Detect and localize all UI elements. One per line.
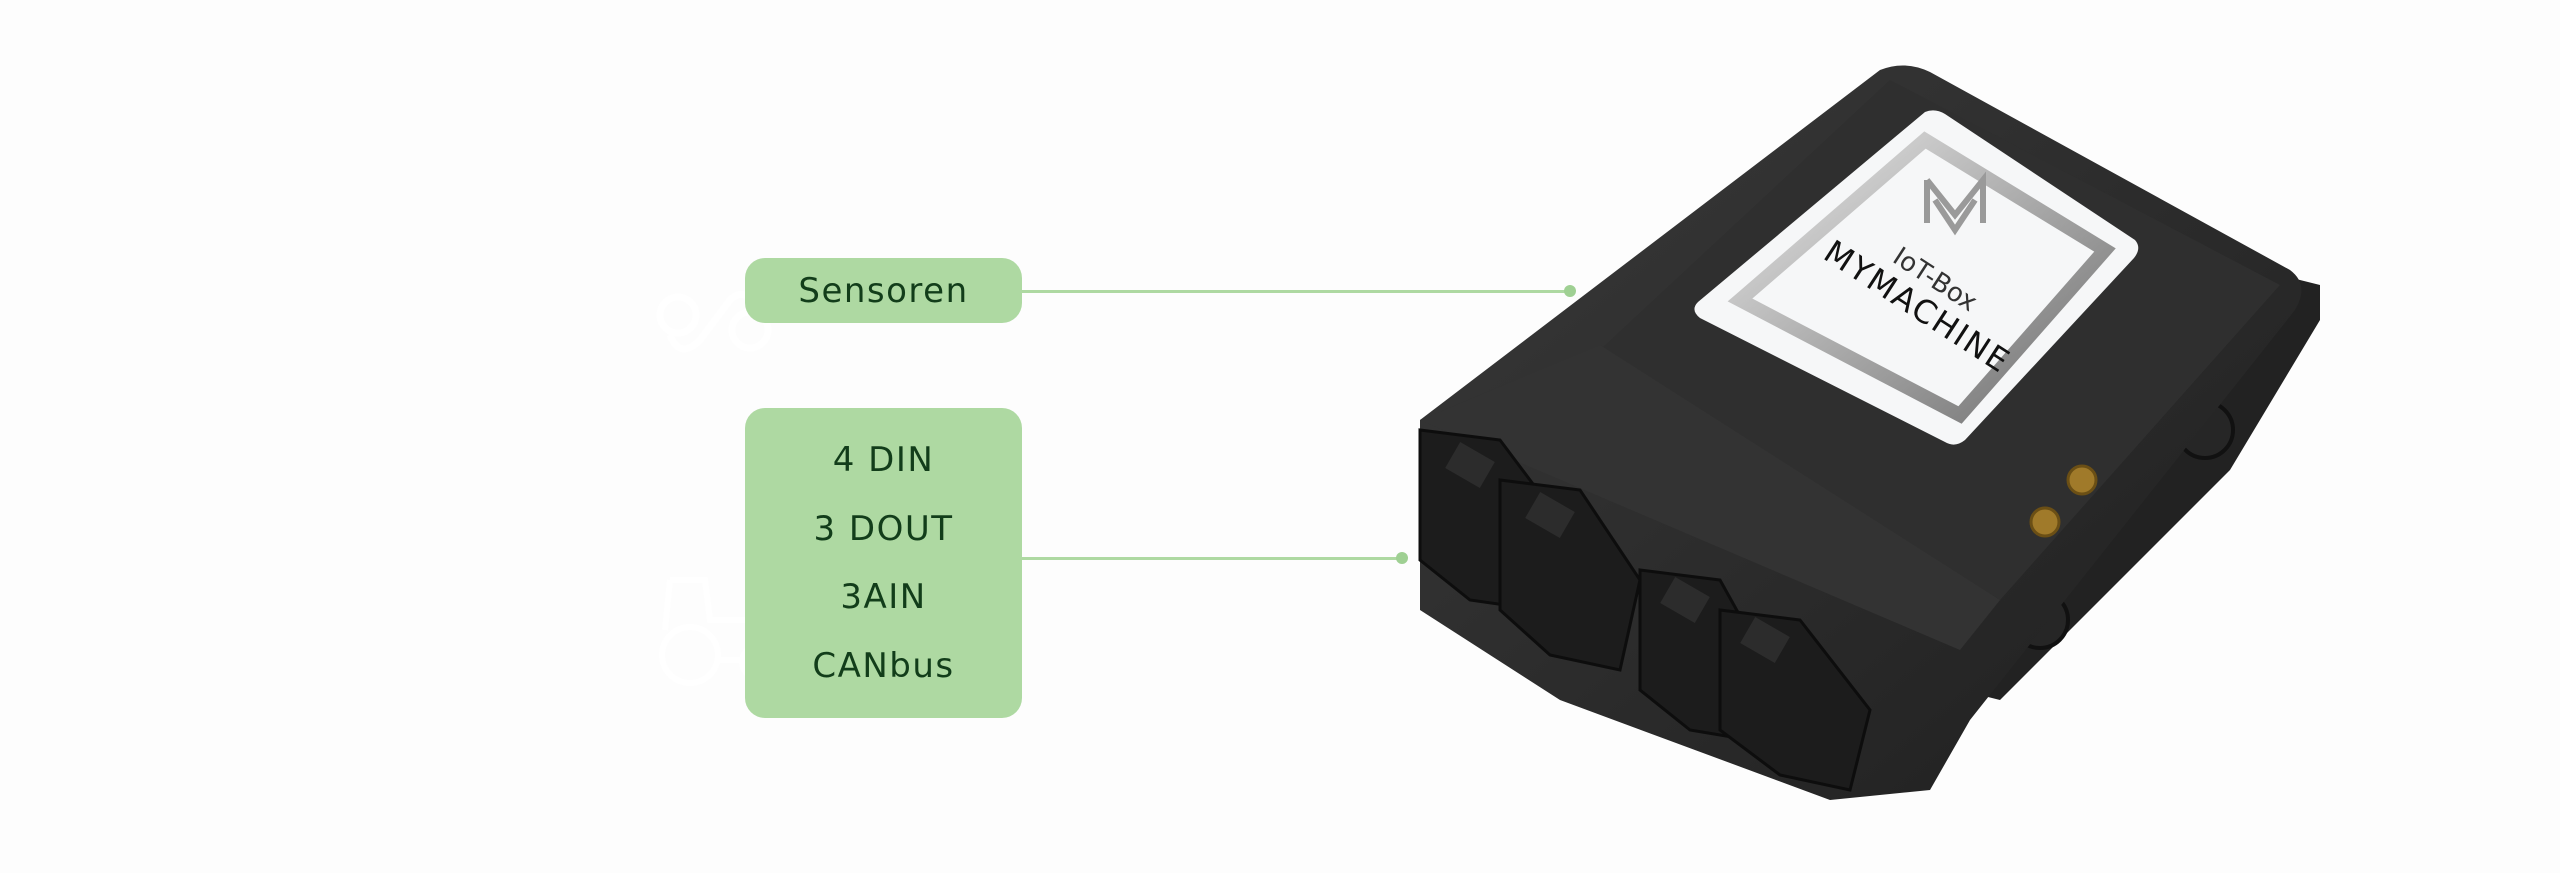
sensors-connector-dot bbox=[1564, 285, 1576, 297]
antenna-connector bbox=[2029, 506, 2061, 538]
io-item-dout: 3 DOUT bbox=[813, 508, 954, 549]
io-connector-line bbox=[1022, 557, 1402, 560]
connector-plug bbox=[1498, 478, 1642, 672]
connector-latch bbox=[1445, 442, 1495, 488]
io-item-canbus: CANbus bbox=[812, 645, 955, 686]
io-item-din: 4 DIN bbox=[832, 440, 935, 481]
sensors-callout: Sensoren bbox=[745, 258, 1022, 323]
connector-latch bbox=[1525, 492, 1575, 538]
connector-latch bbox=[1660, 577, 1710, 623]
sensors-connector-line bbox=[1022, 290, 1567, 293]
brand-logo bbox=[1924, 171, 1986, 236]
device-ridge bbox=[1420, 345, 2000, 650]
device-label bbox=[1694, 110, 2139, 445]
antenna-connector bbox=[2066, 464, 2098, 496]
io-callout: 4 DIN 3 DOUT 3AIN CANbus bbox=[745, 408, 1022, 718]
connector-latch bbox=[1740, 617, 1790, 663]
io-connector-dot bbox=[1396, 552, 1408, 564]
io-item-ain: 3AIN bbox=[840, 577, 927, 618]
device-label-frame bbox=[1727, 131, 2116, 424]
connector-plug bbox=[1718, 608, 1872, 792]
sensors-label: Sensoren bbox=[798, 270, 969, 311]
